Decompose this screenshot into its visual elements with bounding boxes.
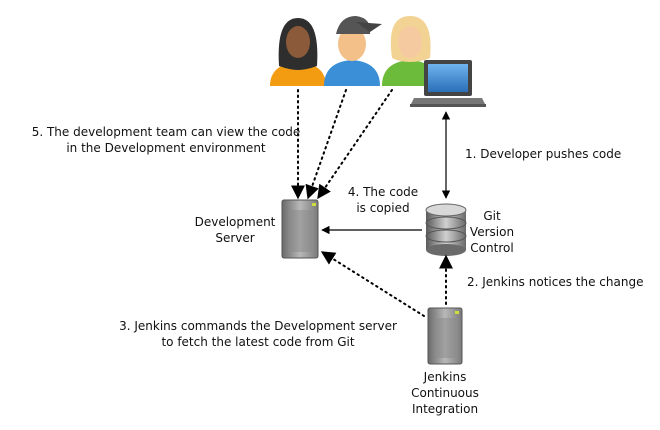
database-icon xyxy=(425,203,467,256)
step2-label: 2. Jenkins notices the change xyxy=(467,275,644,289)
step3-label: 3. Jenkins commands the Development serv… xyxy=(119,319,397,349)
arrow-jenkins-dev xyxy=(320,251,425,317)
dev-server-label: Development Server xyxy=(194,215,276,245)
step1-label: 1. Developer pushes code xyxy=(465,147,622,161)
laptop-icon xyxy=(410,60,486,107)
user-icon xyxy=(324,16,382,86)
server-icon xyxy=(281,199,319,259)
arrow-user3-dev xyxy=(317,89,393,200)
user-1-shirt xyxy=(270,62,326,86)
jenkins-label: Jenkins Continuous Integration xyxy=(411,370,479,416)
step5-label: 5. The development team can view the cod… xyxy=(31,125,301,155)
git-label: Git Version Control xyxy=(469,209,515,255)
user-icon xyxy=(270,18,326,86)
user-2-shirt xyxy=(324,60,380,86)
step4-label: 4. The code is copied xyxy=(347,185,419,215)
arrow-user2-dev xyxy=(305,89,347,200)
server-icon xyxy=(427,307,463,365)
